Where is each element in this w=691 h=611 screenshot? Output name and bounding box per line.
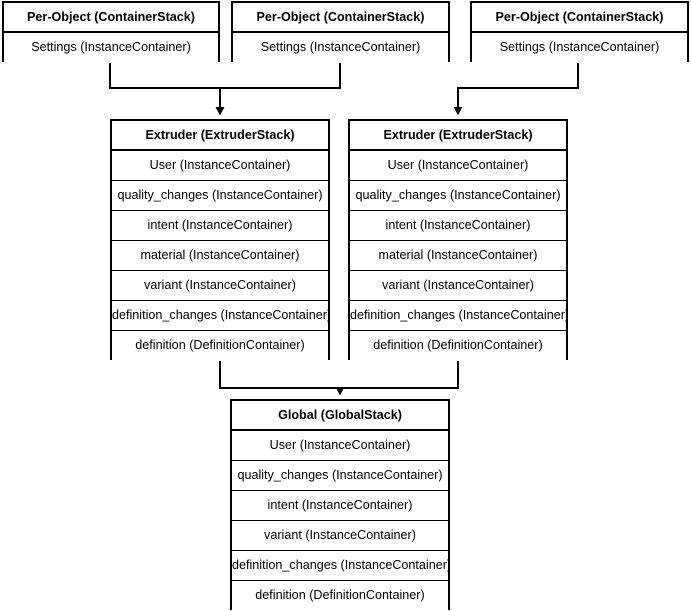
per-object-stack-3[interactable]: Per-Object (ContainerStack) Settings (In… — [470, 1, 689, 63]
stack-row: Settings (InstanceContainer) — [472, 33, 687, 63]
stack-row: quality_changes (InstanceContainer) — [350, 181, 566, 211]
stack-row: quality_changes (InstanceContainer) — [232, 461, 448, 491]
stack-row: User (InstanceContainer) — [112, 151, 328, 181]
stack-row: variant (InstanceContainer) — [350, 271, 566, 301]
stack-row: material (InstanceContainer) — [350, 241, 566, 271]
stack-header: Extruder (ExtruderStack) — [112, 121, 328, 151]
per-object-stack-1[interactable]: Per-Object (ContainerStack) Settings (In… — [2, 1, 220, 63]
extruder-2-to-global — [335, 360, 459, 396]
global-stack[interactable]: Global (GlobalStack) User (InstanceConta… — [230, 399, 450, 611]
stack-row: definition (DefinitionContainer) — [350, 331, 566, 361]
stack-header: Global (GlobalStack) — [232, 401, 448, 431]
stack-header: Extruder (ExtruderStack) — [350, 121, 566, 151]
stack-row: Settings (InstanceContainer) — [4, 33, 218, 63]
perobject-2-to-extruder-1 — [215, 62, 341, 116]
stack-row: intent (InstanceContainer) — [232, 491, 448, 521]
stack-row: definition_changes (InstanceContainer) — [350, 301, 566, 331]
stack-row: variant (InstanceContainer) — [112, 271, 328, 301]
stack-row: definition_changes (InstanceContainer) — [232, 551, 448, 581]
stack-row: definition_changes (InstanceContainer) — [112, 301, 328, 331]
per-object-stack-2[interactable]: Per-Object (ContainerStack) Settings (In… — [231, 1, 450, 63]
stack-row: User (InstanceContainer) — [350, 151, 566, 181]
stack-row: definition (DefinitionContainer) — [112, 331, 328, 361]
stack-row: User (InstanceContainer) — [232, 431, 448, 461]
perobject-3-to-extruder-2 — [453, 62, 579, 116]
extruder-1-to-global — [219, 360, 345, 396]
stack-row: Settings (InstanceContainer) — [233, 33, 448, 63]
stack-row: quality_changes (InstanceContainer) — [112, 181, 328, 211]
stack-row: definition (DefinitionContainer) — [232, 581, 448, 611]
extruder-stack-2[interactable]: Extruder (ExtruderStack) User (InstanceC… — [348, 119, 568, 361]
stack-row: material (InstanceContainer) — [112, 241, 328, 271]
perobject-1-to-extruder-1 — [109, 62, 225, 116]
extruder-stack-1[interactable]: Extruder (ExtruderStack) User (InstanceC… — [110, 119, 330, 361]
stack-row: variant (InstanceContainer) — [232, 521, 448, 551]
stack-header: Per-Object (ContainerStack) — [4, 3, 218, 33]
stack-row: intent (InstanceContainer) — [350, 211, 566, 241]
stack-header: Per-Object (ContainerStack) — [472, 3, 687, 33]
stack-header: Per-Object (ContainerStack) — [233, 3, 448, 33]
stack-row: intent (InstanceContainer) — [112, 211, 328, 241]
